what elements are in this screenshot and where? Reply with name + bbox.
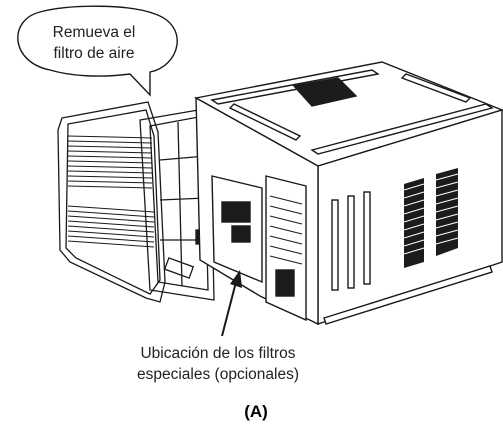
ac-cabinet xyxy=(193,61,503,326)
grille-slats-lower xyxy=(67,205,155,248)
grille-slats-upper xyxy=(67,135,153,189)
remove-filter-callout: Remueva el filtro de aire xyxy=(30,22,158,64)
figure-label: (A) xyxy=(244,402,268,421)
special-filters-label: Ubicación de los filtros especiales (opc… xyxy=(98,343,338,385)
callout-line-1: Remueva el xyxy=(52,24,136,41)
location-line-1: Ubicación de los filtros xyxy=(140,345,296,362)
location-line-2: especiales (opcionales) xyxy=(137,366,299,383)
pointer-arrow xyxy=(221,270,242,337)
callout-bubble xyxy=(17,5,178,97)
callout-line-2: filtro de aire xyxy=(53,45,135,62)
front-grille-panel xyxy=(57,101,195,303)
top-vent xyxy=(292,77,358,107)
